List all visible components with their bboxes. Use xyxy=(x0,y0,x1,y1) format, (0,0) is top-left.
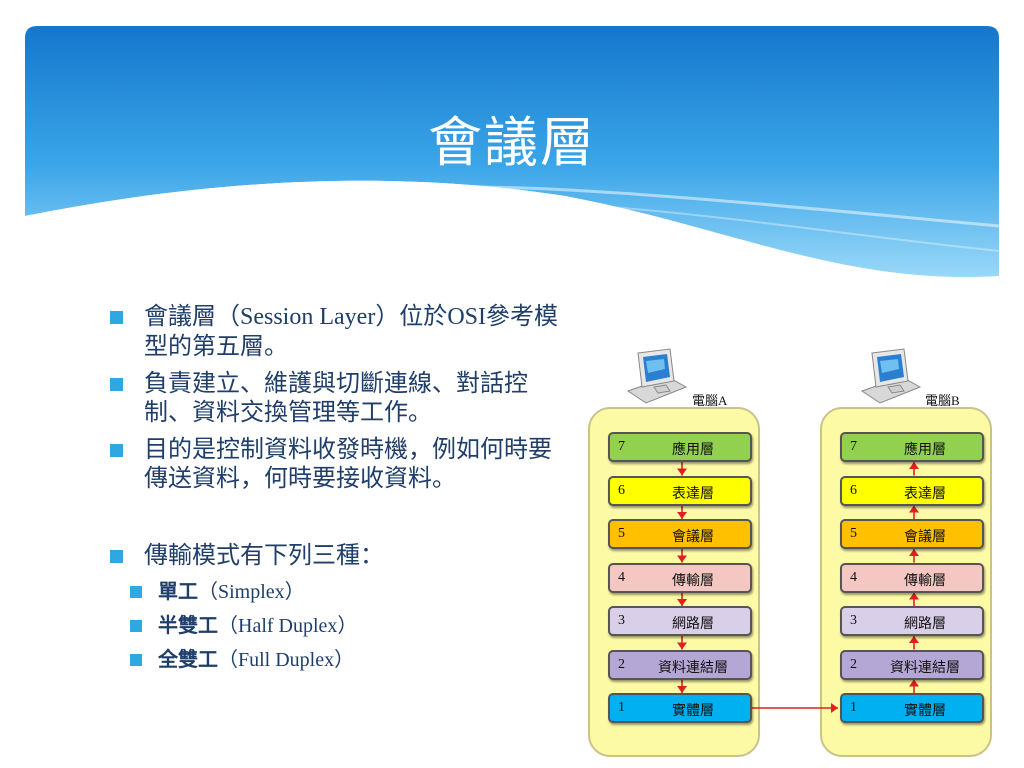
physical-link-arrow-icon xyxy=(752,703,838,713)
layer-number: 6 xyxy=(850,482,857,498)
up-arrow-icon xyxy=(909,636,919,650)
layer-name: 網路層 xyxy=(904,617,946,632)
paren: ） xyxy=(284,579,305,603)
down-arrow-icon xyxy=(677,679,687,693)
layer-b-3: 3 網路層 xyxy=(840,606,984,636)
layer-a-3: 3 網路層 xyxy=(608,606,752,636)
layer-name: 資料連結層 xyxy=(658,660,728,676)
header-banner: 會議層 xyxy=(25,26,999,286)
layer-number: 1 xyxy=(618,700,625,715)
bullet-text: ）位於 xyxy=(375,302,448,330)
layer-a-1: 1 實體層 xyxy=(608,693,752,723)
paren: （ xyxy=(198,579,218,603)
layer-a-7: 7 應用層 xyxy=(608,432,752,462)
computer-b-icon xyxy=(860,348,922,404)
bullet-square-icon xyxy=(130,654,142,666)
mode-name: 半雙工 xyxy=(158,613,218,637)
sub-bullet-item: 單工（Simplex） xyxy=(108,578,568,605)
layer-number: 7 xyxy=(618,439,625,454)
bullet-text: 傳輸模式有下列三種： xyxy=(144,541,384,569)
computer-b-label: 電腦B xyxy=(925,393,960,408)
arrow-layer xyxy=(677,462,919,713)
computer-a-label: 電腦A xyxy=(692,393,728,408)
layer-a-6: 6 表達層 xyxy=(608,475,752,506)
page-title: 會議層 xyxy=(428,111,596,174)
sub-bullet-item: 半雙工（Half Duplex） xyxy=(108,612,568,639)
layer-b-1: 1 實體層 xyxy=(840,693,984,723)
layer-name: 會議層 xyxy=(672,530,714,545)
layer-name: 表達層 xyxy=(904,486,946,502)
down-arrow-icon xyxy=(677,462,687,476)
layer-a-5: 5 會議層 xyxy=(608,519,752,549)
layer-name: 表達層 xyxy=(672,486,714,502)
layer-number: 5 xyxy=(618,526,625,541)
paren: （ xyxy=(218,647,238,671)
bullet-item: 目的是控制資料收發時機，例如何時要傳送資料，何時要接收資料。 xyxy=(108,435,568,493)
layer-a-4: 4 傳輸層 xyxy=(608,562,752,593)
layer-b-7: 7 應用層 xyxy=(840,432,984,462)
bullet-item: 會議層（Session Layer）位於OSI參考模型的第五層。 xyxy=(108,302,568,361)
down-arrow-icon xyxy=(677,592,687,606)
layer-name: 實體層 xyxy=(672,704,714,719)
layer-name: 網路層 xyxy=(672,617,714,632)
layer-name: 資料連結層 xyxy=(890,660,960,676)
layer-number: 4 xyxy=(618,569,625,585)
layer-number: 3 xyxy=(618,613,625,628)
bullet-latin: OSI xyxy=(447,304,486,330)
layer-name: 傳輸層 xyxy=(904,573,946,589)
layer-number: 3 xyxy=(850,613,857,628)
up-arrow-icon xyxy=(909,679,919,693)
mode-name: 全雙工 xyxy=(158,647,218,671)
sub-bullet-item: 全雙工（Full Duplex） xyxy=(108,646,568,673)
layer-number: 2 xyxy=(618,656,625,672)
layer-number: 5 xyxy=(850,526,857,541)
bullet-item: 負責建立、維護與切斷連線、對話控制、資料交換管理等工作。 xyxy=(108,369,568,427)
bullet-list: 會議層（Session Layer）位於OSI參考模型的第五層。 負責建立、維護… xyxy=(108,302,568,680)
down-arrow-icon xyxy=(677,505,687,519)
layer-number: 4 xyxy=(850,569,857,585)
computer-a-icon xyxy=(626,348,688,404)
layer-b-5: 5 會議層 xyxy=(840,519,984,549)
bullet-text: 負責建立、維護與切斷連線、對話控制、資料交換管理等工作。 xyxy=(144,369,528,426)
layer-number: 6 xyxy=(618,482,625,498)
osi-diagram: 電腦A 電腦B 7 應用層 6 表達層 5 會議層 4 傳輸層 3 網路層 2 資料連結層 1 實體層 7 應… xyxy=(588,345,1018,757)
mode-latin: Simplex xyxy=(218,581,285,603)
bullet-square-icon xyxy=(130,586,142,598)
layer-number: 7 xyxy=(850,439,857,454)
bullet-square-icon xyxy=(110,550,123,563)
layer-name: 傳輸層 xyxy=(672,573,714,589)
bullet-item: 傳輸模式有下列三種： xyxy=(108,541,568,570)
layer-b-6: 6 表達層 xyxy=(840,475,984,506)
bullet-text: 參考模型的第五層。 xyxy=(144,302,558,360)
mode-latin: Full Duplex xyxy=(238,649,335,671)
layer-number: 1 xyxy=(850,700,857,715)
mode-name: 單工 xyxy=(158,579,198,603)
bullet-square-icon xyxy=(110,311,123,324)
layer-a-2: 2 資料連結層 xyxy=(608,649,752,680)
header-wave xyxy=(25,26,999,286)
up-arrow-icon xyxy=(909,462,919,476)
layer-b-2: 2 資料連結層 xyxy=(840,649,984,680)
up-arrow-icon xyxy=(909,549,919,563)
layer-name: 應用層 xyxy=(672,443,714,458)
bullet-text: 會議層（ xyxy=(144,302,240,330)
down-arrow-icon xyxy=(677,636,687,650)
paren: ） xyxy=(334,647,355,671)
up-arrow-icon xyxy=(909,505,919,519)
bullet-square-icon xyxy=(110,444,123,457)
layer-number: 2 xyxy=(850,656,857,672)
bullet-square-icon xyxy=(130,620,142,632)
bullet-square-icon xyxy=(110,378,123,391)
up-arrow-icon xyxy=(909,592,919,606)
mode-latin: Half Duplex xyxy=(238,615,338,637)
bullet-text: 目的是控制資料收發時機，例如何時要傳送資料，何時要接收資料。 xyxy=(144,435,552,492)
layer-name: 會議層 xyxy=(904,530,946,545)
paren: （ xyxy=(218,613,238,637)
layer-b-4: 4 傳輸層 xyxy=(840,562,984,593)
layer-name: 實體層 xyxy=(904,704,946,719)
paren: ） xyxy=(337,613,358,637)
bullet-latin: Session Layer xyxy=(240,304,376,330)
down-arrow-icon xyxy=(677,549,687,563)
layer-name: 應用層 xyxy=(904,443,946,458)
